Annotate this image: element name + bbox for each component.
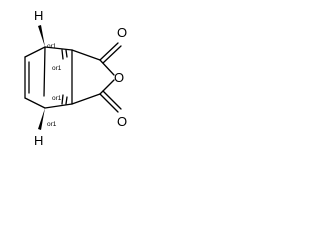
bond-top-carbonyl-o-1: [99, 42, 119, 61]
bond-c3-c4: [24, 97, 46, 109]
bond-c1-c6: [44, 46, 73, 51]
bond-c5-carbonyl-bottom: [71, 93, 101, 105]
stereo-bottom-right: or1: [52, 95, 62, 102]
structure-svg: H H O O O or1 or1 or1 or1: [24, 8, 127, 148]
bond-c4-c5: [44, 103, 73, 109]
oxygen-ring-label: O: [114, 70, 124, 85]
bond-bottom-carbonyl-o-2: [102, 90, 122, 110]
bond-top-carbonyl-o-2: [102, 45, 122, 64]
bond-bottom-carbonyl-ring-o: [99, 79, 115, 95]
stereo-top-right: or1: [52, 65, 62, 72]
bond-bottom-carbonyl-o-1: [99, 93, 119, 113]
bond-c1-c2: [24, 46, 46, 58]
hash-top-2: [61, 49, 64, 60]
oxygen-bottom-label: O: [117, 114, 127, 129]
hash-top-1: [65, 49, 68, 58]
wedge-bottom-h: [38, 108, 45, 130]
bond-top-carbonyl-ring-o: [99, 59, 115, 76]
oxygen-top-label: O: [117, 25, 127, 40]
hash-bottom-1: [65, 96, 68, 105]
hydrogen-bottom-label: H: [34, 133, 43, 148]
stereo-top-left: or1: [47, 43, 57, 50]
molecule-diagram: H H O O O or1 or1 or1 or1: [0, 0, 144, 178]
bond-c6-carbonyl-top: [71, 49, 101, 61]
bond-c1-c7: [43, 46, 46, 97]
wedge-top-h: [38, 25, 45, 47]
hydrogen-top-label: H: [34, 8, 43, 23]
stereo-bottom-left: or1: [47, 121, 57, 128]
hash-bottom-2: [61, 94, 64, 105]
